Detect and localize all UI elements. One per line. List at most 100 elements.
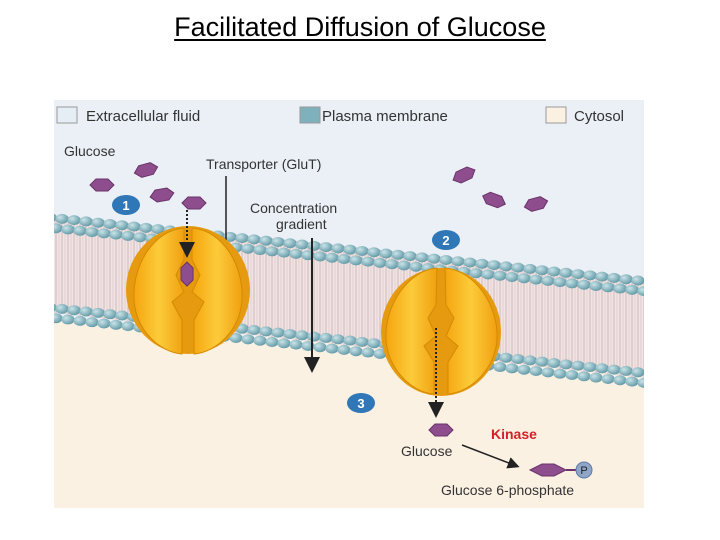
- lipid-head: [385, 259, 399, 270]
- lipid-head: [577, 371, 591, 382]
- lipid-head: [589, 372, 603, 383]
- lipid-head: [325, 343, 339, 354]
- lipid-head: [277, 247, 291, 258]
- lipid-head: [337, 344, 351, 355]
- lipid-head: [259, 235, 273, 246]
- lipid-head: [115, 310, 129, 321]
- lipid-head: [559, 267, 573, 278]
- lipid-head: [451, 256, 465, 267]
- lipid-head: [541, 367, 555, 378]
- lipid-head: [499, 352, 513, 363]
- glucose6p-molecule: P: [528, 461, 593, 479]
- lipid-head: [61, 224, 75, 235]
- lipid-head: [91, 217, 105, 228]
- glucose-label-bottom: Glucose: [401, 443, 453, 459]
- lipid-head: [583, 361, 597, 372]
- step-badge-2: 2: [432, 230, 460, 250]
- lipid-head: [331, 243, 345, 254]
- lipid-head: [463, 257, 477, 268]
- lipid-head: [121, 321, 135, 332]
- lipid-head: [67, 305, 81, 316]
- lipid-head: [589, 280, 603, 291]
- lipid-head: [343, 244, 357, 255]
- lipid-head: [115, 220, 129, 231]
- lipid-head: [523, 355, 537, 366]
- lipid-head: [517, 273, 531, 284]
- lipid-head: [271, 236, 285, 247]
- lipid-head: [277, 338, 291, 349]
- concentration-label-line1: Concentration: [250, 200, 337, 216]
- lipid-head: [235, 233, 249, 244]
- glucose-molecule: [452, 166, 476, 184]
- lipid-head: [577, 279, 591, 290]
- lipid-head: [529, 366, 543, 377]
- svg-text:1: 1: [122, 198, 129, 213]
- lipid-head: [637, 286, 644, 297]
- lipid-head: [355, 245, 369, 256]
- glucose-molecule: [482, 191, 506, 209]
- lipid-head: [319, 332, 333, 343]
- lipid-head: [517, 364, 531, 375]
- concentration-label-line2: gradient: [276, 216, 327, 232]
- lipid-head: [361, 347, 375, 358]
- lipid-head: [229, 333, 243, 344]
- diagram-svg: Extracellular fluid Plasma membrane Cyto…: [54, 100, 644, 508]
- lipid-head: [499, 261, 513, 272]
- lipid-head: [493, 270, 507, 281]
- glucose-molecule: [181, 196, 207, 210]
- glut-transporter-right: [381, 267, 501, 396]
- lipid-head: [337, 254, 351, 265]
- lipid-head: [379, 248, 393, 259]
- lipid-head: [511, 262, 525, 273]
- lipid-head: [265, 336, 279, 347]
- lipid-head: [571, 269, 585, 280]
- lipid-head: [139, 222, 153, 233]
- lipid-head: [511, 354, 525, 365]
- lipid-head: [535, 265, 549, 276]
- lipid-head: [349, 346, 363, 357]
- lipid-head: [319, 242, 333, 253]
- lipid-head: [625, 376, 639, 387]
- lipid-head: [469, 268, 483, 279]
- lipid-head: [61, 314, 75, 325]
- lipid-head: [403, 251, 417, 262]
- lipid-head: [367, 247, 381, 258]
- kinase-label: Kinase: [491, 426, 537, 442]
- lipid-head: [361, 256, 375, 267]
- lipid-head: [307, 331, 321, 342]
- lipid-head: [547, 358, 561, 368]
- step-badge-3: 3: [347, 393, 375, 413]
- glucose-molecule: [89, 178, 115, 192]
- glucose-molecule: [523, 196, 549, 212]
- lipid-head: [91, 307, 105, 318]
- legend-label-cytosol: Cytosol: [574, 108, 624, 125]
- lipid-head: [73, 315, 87, 326]
- lipid-head: [55, 303, 69, 314]
- lipid-head: [253, 335, 267, 346]
- lipid-head: [259, 326, 273, 337]
- legend-swatch-membrane: [299, 106, 321, 124]
- lipid-head: [121, 230, 135, 241]
- lipid-head: [79, 306, 93, 317]
- lipid-head: [295, 239, 309, 250]
- lipid-head: [631, 367, 644, 378]
- glut-transporter-left: [126, 226, 250, 355]
- lipid-head: [625, 284, 639, 295]
- legend-swatch-cytosol: [545, 106, 567, 124]
- lipid-head: [595, 271, 609, 282]
- legend-label-extracellular: Extracellular fluid: [86, 108, 200, 125]
- lipid-head: [547, 266, 561, 277]
- lipid-head: [103, 309, 117, 320]
- lipid-head: [271, 327, 285, 338]
- glucose-molecule: [428, 423, 454, 437]
- lipid-head: [97, 228, 111, 239]
- lipid-head: [439, 254, 453, 265]
- lipid-head: [481, 269, 495, 280]
- lipid-head: [67, 215, 81, 226]
- lipid-head: [619, 274, 633, 285]
- lipid-head: [523, 263, 537, 274]
- lipid-head: [505, 272, 519, 283]
- svg-text:2: 2: [442, 233, 449, 248]
- lipid-head: [241, 243, 255, 254]
- legend-swatch-extracellular: [56, 106, 78, 124]
